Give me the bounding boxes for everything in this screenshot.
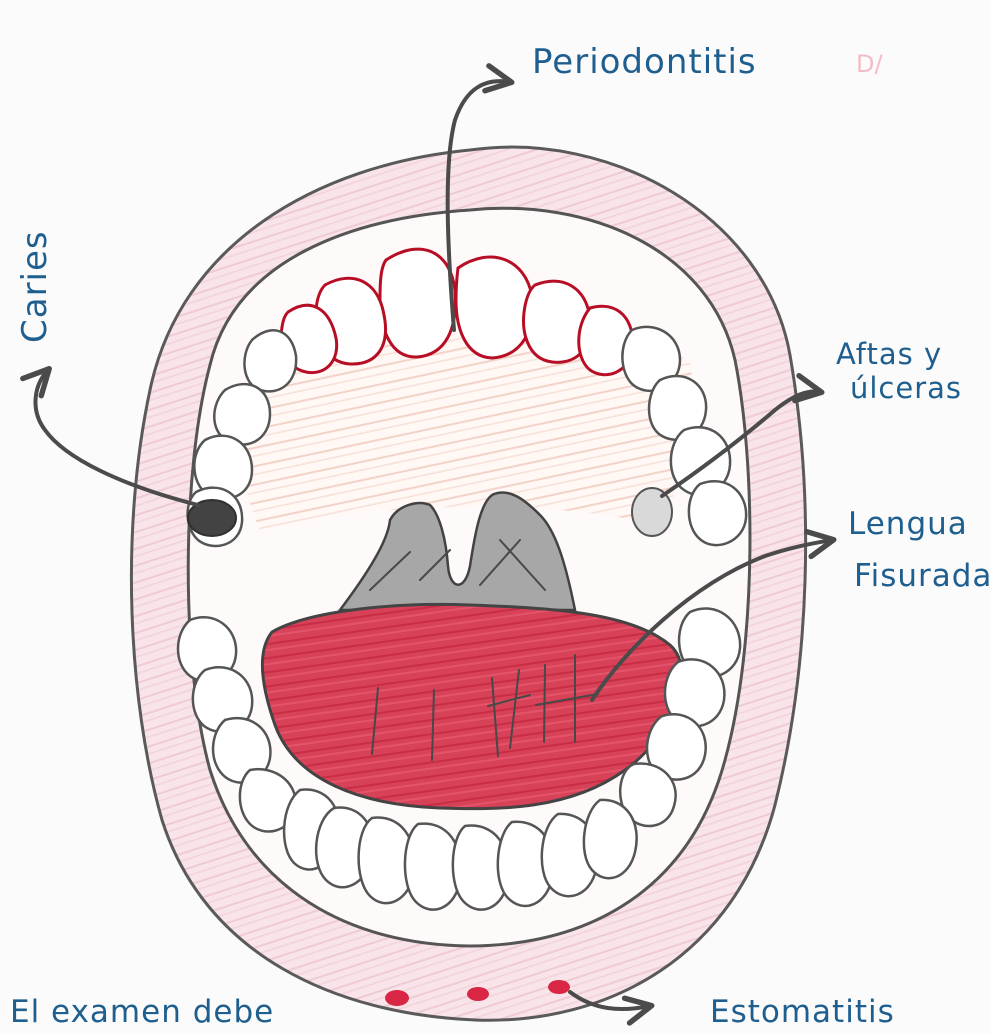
label-lengua-line1: Lengua xyxy=(848,506,968,542)
stomatitis-dot-2 xyxy=(467,987,489,1001)
upper-molar-left-1 xyxy=(244,330,296,391)
corner-mark: D/ xyxy=(856,50,883,78)
upper-incisor-right xyxy=(456,257,533,358)
label-caries: Caries xyxy=(15,230,55,343)
stomatitis-dot-1 xyxy=(385,990,409,1006)
lower-tooth-8 xyxy=(584,800,637,878)
stomatitis-dot-3 xyxy=(548,980,570,994)
label-lengua-line2: Fisurada xyxy=(854,558,990,594)
upper-incisor-left xyxy=(380,249,455,357)
label-aftas-line1: Aftas y xyxy=(836,337,942,371)
label-periodontitis: Periodontitis xyxy=(532,42,757,82)
label-estomatitis: Estomatitis xyxy=(710,994,895,1030)
upper-molar-right-4 xyxy=(689,481,746,545)
label-examen: El examen debe xyxy=(10,994,274,1030)
label-aftas-line2: úlceras xyxy=(850,371,962,405)
